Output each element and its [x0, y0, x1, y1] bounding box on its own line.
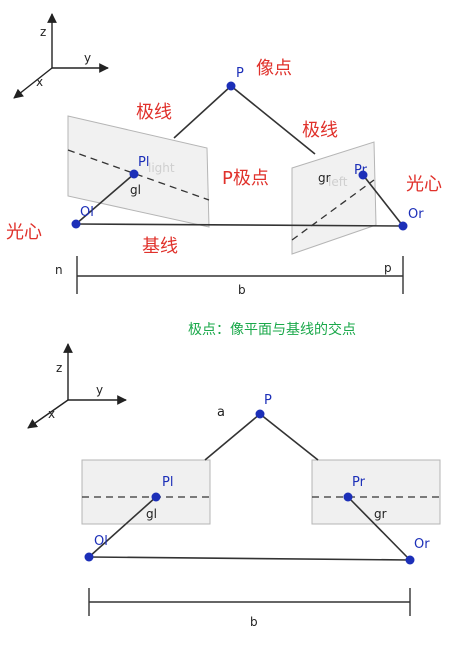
ray-left-bottom — [204, 413, 261, 461]
label-Pr-bottom: Pr — [352, 475, 366, 490]
point-P-top — [226, 81, 236, 91]
right-projection-line-bottom — [347, 496, 411, 561]
label-Or-bottom: Or — [414, 537, 430, 552]
label-P-top: P — [236, 66, 244, 81]
point-Pr-bottom — [343, 492, 353, 502]
dimension-b-bottom — [88, 588, 411, 616]
right-image-plane-bottom — [311, 459, 441, 525]
epipole-definition-note: 极点：像平面与基线的交点 — [188, 321, 356, 338]
ray-left — [173, 85, 232, 139]
left-epipolar-dashed-line — [67, 149, 210, 201]
point-Pl-bottom — [151, 492, 161, 502]
label-Pr-top: Pr — [354, 163, 368, 178]
left-projection-line — [75, 173, 135, 225]
point-Or-bottom — [405, 555, 415, 565]
label-b-top: b — [238, 283, 246, 297]
label-n: n — [55, 263, 63, 277]
label-Or-top: Or — [408, 207, 424, 222]
axis-y-label: y — [84, 51, 91, 65]
ray-right-bottom — [259, 413, 319, 461]
point-Pl-top — [129, 169, 139, 179]
label-Pl-bottom: Pl — [162, 475, 173, 490]
optical-center-annotation-right: 光心 — [406, 174, 442, 195]
axis-x-label-bottom: x — [48, 407, 55, 421]
label-p: p — [384, 261, 392, 275]
image-point-annotation: 像点 — [256, 58, 292, 79]
label-P-bottom: P — [264, 393, 272, 408]
right-projection-line — [362, 174, 404, 227]
ray-right — [230, 85, 316, 155]
label-Ol-bottom: Ol — [94, 534, 108, 549]
point-Or-top — [398, 221, 408, 231]
axes-bottom: z y x — [27, 343, 127, 429]
left-projection-line-bottom — [88, 496, 157, 558]
point-P-bottom — [255, 409, 265, 419]
epipolar-line-annotation-left: 极线 — [136, 102, 172, 123]
point-Ol-bottom — [84, 552, 94, 562]
epipole-annotation: P极点 — [222, 168, 269, 189]
optical-center-annotation-left: 光心 — [6, 222, 42, 243]
right-image-plane — [291, 141, 377, 255]
dimension-b-top — [76, 256, 404, 294]
axis-z-label-bottom: z — [56, 361, 62, 375]
axes-top: z y x — [13, 13, 109, 99]
point-Ol-top — [71, 219, 81, 229]
left-plane-watermark: light — [148, 161, 175, 175]
baseline-annotation: 基线 — [142, 236, 178, 257]
right-plane-watermark: left — [328, 175, 348, 189]
label-Pl-top: Pl — [138, 155, 149, 170]
label-gr-top: gr — [318, 171, 331, 185]
right-epipolar-dashed-line — [291, 179, 375, 241]
baseline-line — [75, 223, 404, 227]
left-image-plane-bottom — [81, 459, 211, 525]
label-gl-bottom: gl — [146, 507, 157, 521]
left-image-plane — [67, 115, 210, 228]
label-b-bottom: b — [250, 615, 258, 629]
epipolar-line-annotation-right: 极线 — [302, 120, 338, 141]
label-Ol-top: Ol — [80, 205, 94, 220]
axis-y-label-bottom: y — [96, 383, 103, 397]
baseline-line-bottom — [88, 556, 411, 561]
axis-z-label: z — [40, 25, 46, 39]
axis-x-label: x — [36, 75, 43, 89]
point-Pr-top — [358, 170, 368, 180]
label-a-bottom: a — [217, 405, 225, 420]
label-gl-top: gl — [130, 183, 141, 197]
label-gr-bottom: gr — [374, 507, 387, 521]
